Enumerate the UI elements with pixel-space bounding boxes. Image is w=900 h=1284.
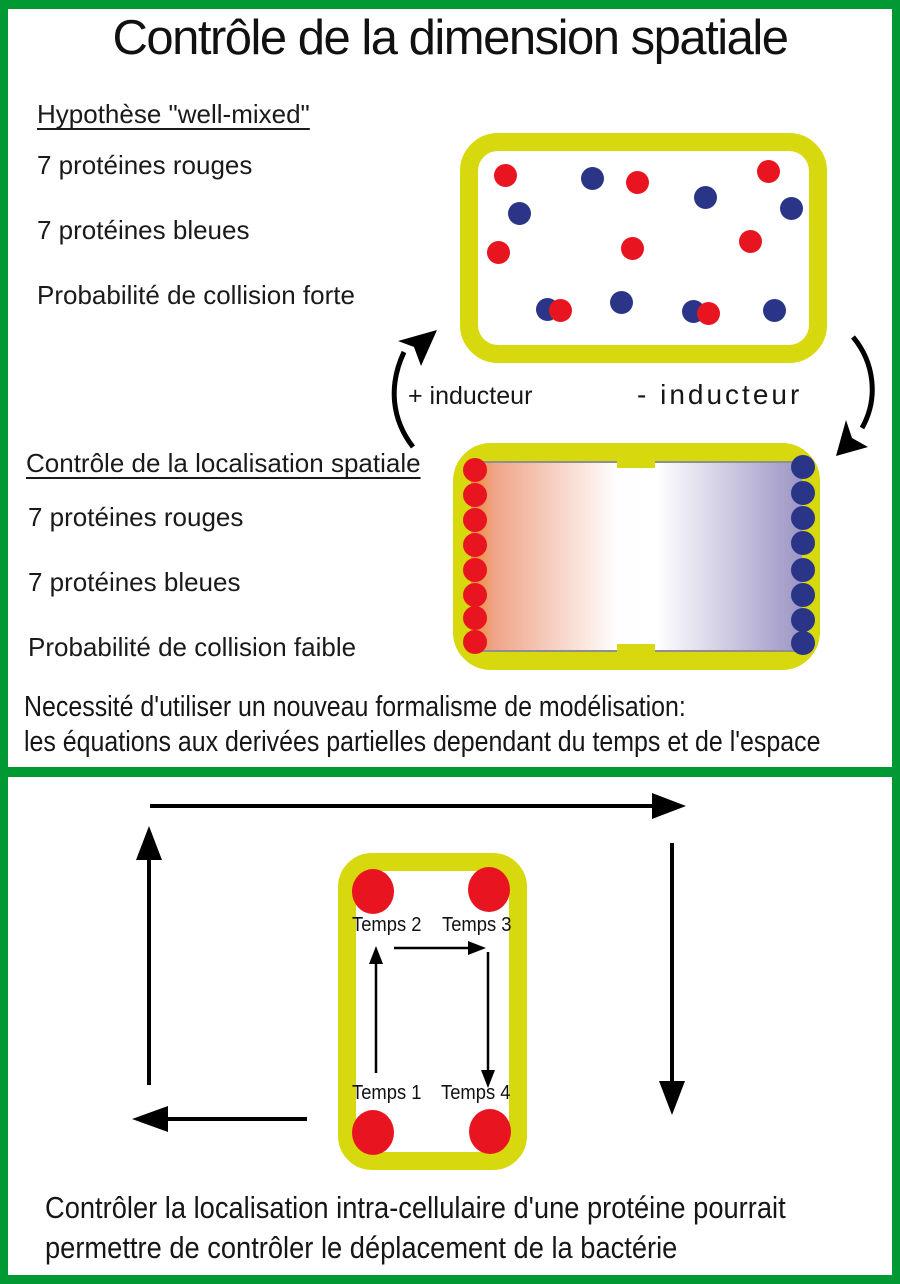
cycle-arrow-down-icon <box>659 843 685 1115</box>
temps-protein-circle <box>352 868 394 914</box>
cycle-arrow-up-icon <box>136 826 162 1085</box>
formalism-line-2: les équations aux derivées partielles de… <box>24 726 821 758</box>
red-protein-dot <box>738 229 762 253</box>
section-divider <box>0 767 900 777</box>
temps-4-label: Temps 4 <box>441 1082 511 1104</box>
red-protein-dot <box>463 533 487 557</box>
localisation-line-proba: Probabilité de collision faible <box>28 632 357 662</box>
frame-left <box>0 0 8 1284</box>
localisation-heading: Contrôle de la localisation spatiale <box>26 448 421 478</box>
plus-inducteur-label: + inducteur <box>408 382 533 410</box>
cycle-arrow-right-icon <box>150 793 686 819</box>
caption-line-1: Contrôler la localisation intra-cellulai… <box>45 1190 786 1225</box>
temps-protein-circle <box>468 866 510 912</box>
blue-protein-dot <box>580 166 604 190</box>
well-mixed-line-blue: 7 protéines bleues <box>37 215 250 245</box>
red-protein-dot <box>463 583 487 607</box>
blue-protein-dot <box>609 290 633 314</box>
blue-protein-dot <box>791 531 815 555</box>
temps-protein-circle <box>469 1108 511 1154</box>
page-title: Contrôle de la dimension spatiale <box>112 11 789 65</box>
well-mixed-heading: Hypothèse "well-mixed" <box>37 99 310 129</box>
red-protein-dot <box>548 298 572 322</box>
well-mixed-line-proba: Probabilité de collision forte <box>37 280 355 310</box>
localisation-line-red: 7 protéines rouges <box>28 502 244 532</box>
red-protein-dot <box>463 508 487 532</box>
temps-1-label: Temps 1 <box>352 1082 422 1104</box>
red-protein-dot <box>620 236 644 260</box>
red-protein-dot <box>463 558 487 582</box>
frame-right <box>892 0 900 1284</box>
frame-bottom <box>0 1275 900 1284</box>
cycle-arrow-left-icon <box>132 1106 307 1132</box>
blue-protein-dot <box>791 583 815 607</box>
red-protein-dot <box>463 483 487 507</box>
temps-protein-circle <box>352 1109 394 1155</box>
formalism-line-1: Necessité d'utiliser un nouveau formalis… <box>24 691 686 723</box>
red-protein-dot <box>696 301 720 325</box>
blue-protein-dot <box>762 298 786 322</box>
blue-protein-dot <box>507 201 531 225</box>
membrane-notch-top <box>617 459 655 468</box>
red-protein-dot <box>625 170 649 194</box>
minus-inducteur-label: - inducteur <box>637 379 803 410</box>
red-protein-dot <box>463 606 487 630</box>
caption-line-2: permettre de contrôler le déplacement de… <box>45 1230 678 1265</box>
blue-protein-dot <box>791 481 815 505</box>
red-protein-dot <box>463 630 487 654</box>
temps-2-label: Temps 2 <box>352 914 422 936</box>
red-protein-dot <box>486 240 510 264</box>
blue-protein-dot <box>791 631 815 655</box>
blue-protein-dot <box>791 455 815 479</box>
localisation-line-blue: 7 protéines bleues <box>28 567 241 597</box>
temps-3-label: Temps 3 <box>442 914 512 936</box>
minus-inducteur-arrow-icon <box>836 335 875 456</box>
blue-protein-dot <box>693 185 717 209</box>
blue-protein-dot <box>791 608 815 632</box>
concentration-gradient <box>471 461 802 652</box>
red-protein-dot <box>756 159 780 183</box>
blue-protein-dot <box>779 196 803 220</box>
red-protein-dot <box>463 458 487 482</box>
blue-protein-dot <box>791 558 815 582</box>
frame-top <box>0 0 900 9</box>
well-mixed-line-red: 7 protéines rouges <box>37 150 253 180</box>
membrane-notch-bottom <box>617 644 655 653</box>
red-protein-dot <box>493 163 517 187</box>
blue-protein-dot <box>791 506 815 530</box>
